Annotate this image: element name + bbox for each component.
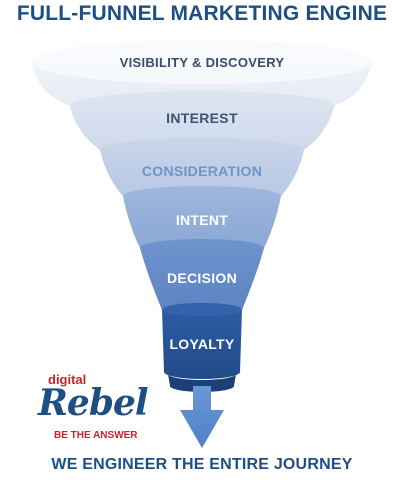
stage-label-visibility: VISIBILITY & DISCOVERY xyxy=(119,55,285,70)
funnel-band-decision xyxy=(140,239,264,317)
stage-label-intent: INTENT xyxy=(175,212,229,228)
logo-wordmark-script: Rebel xyxy=(38,382,149,424)
funnel-band-intent xyxy=(123,186,281,257)
page-title: FULL-FUNNEL MARKETING ENGINE xyxy=(16,2,388,25)
stage-label-consideration: CONSIDERATION xyxy=(141,163,263,179)
logo-wordmark-top: digital xyxy=(48,372,87,387)
digital-rebel-logo: digital Rebel BE THE ANSWER xyxy=(34,372,154,444)
funnel-band-loyalty xyxy=(162,303,242,379)
stage-label-loyalty: LOYALTY xyxy=(169,336,235,352)
funnel-spout xyxy=(168,374,236,392)
logo-tagline: BE THE ANSWER xyxy=(54,430,138,441)
funnel-arrow xyxy=(180,386,224,448)
stage-label-decision: DECISION xyxy=(166,270,238,286)
stage-label-interest: INTEREST xyxy=(166,110,238,126)
footer-tagline: WE ENGINEER THE ENTIRE JOURNEY xyxy=(51,456,353,473)
